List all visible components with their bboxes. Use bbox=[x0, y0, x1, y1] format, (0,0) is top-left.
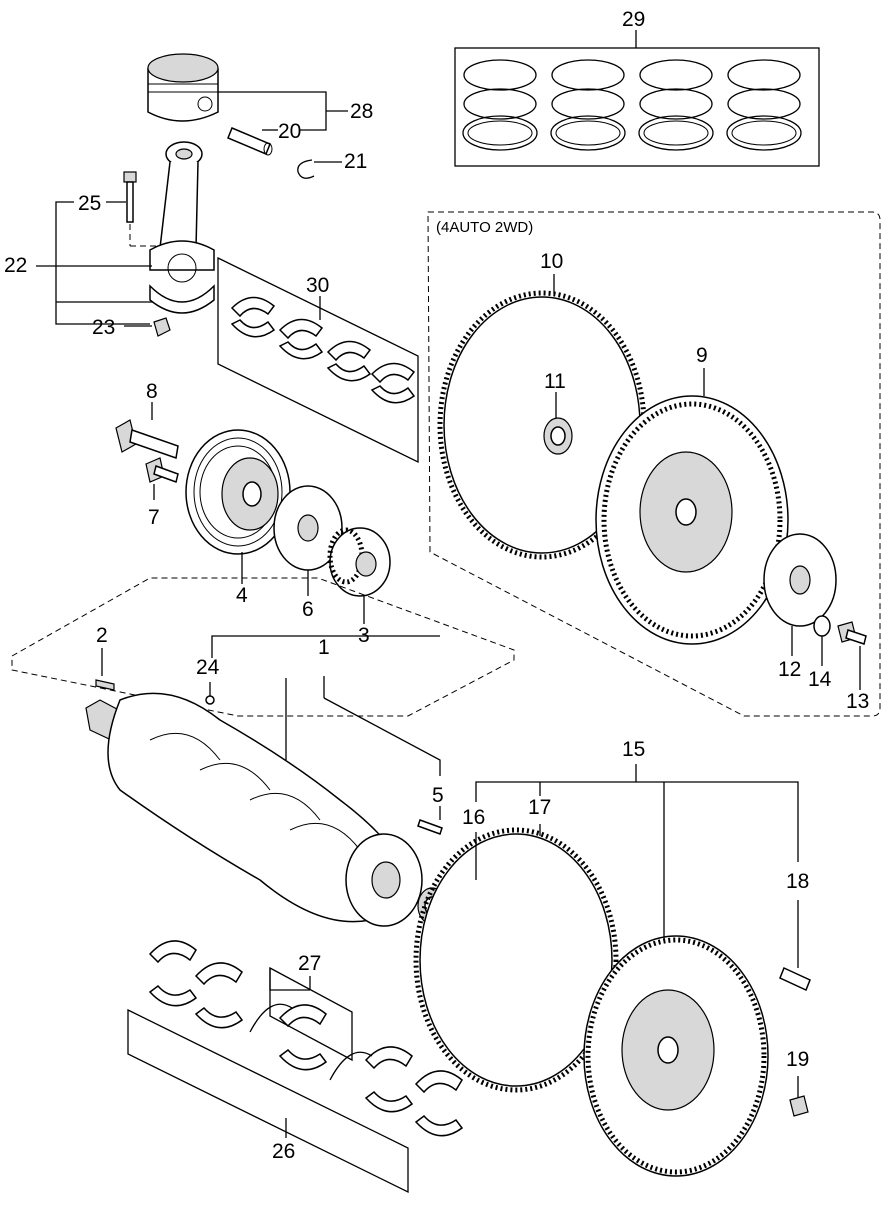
callout-29: 29 bbox=[622, 8, 645, 31]
callout-23: 23 bbox=[92, 316, 115, 339]
callout-6: 6 bbox=[302, 598, 314, 621]
auto-2wd-group-boundary bbox=[427, 211, 881, 717]
callout-19: 19 bbox=[786, 1048, 809, 1071]
rod-nut bbox=[153, 317, 171, 337]
crank-bolt bbox=[115, 419, 179, 483]
drive-plate-bolt bbox=[837, 621, 867, 645]
flywheel-dowel bbox=[779, 966, 811, 992]
leader-lines bbox=[36, 30, 861, 1138]
snap-ring bbox=[297, 159, 315, 179]
pulley-assembly-boundary bbox=[11, 577, 515, 717]
callout-30: 30 bbox=[306, 274, 329, 297]
piston-ring-set bbox=[454, 47, 820, 167]
connecting-rod bbox=[149, 141, 215, 314]
callout-3: 3 bbox=[358, 624, 370, 647]
rod-bolt bbox=[123, 171, 158, 247]
adapter-plate bbox=[763, 533, 837, 627]
flywheel bbox=[583, 935, 769, 1177]
callout-28: 28 bbox=[350, 100, 373, 123]
callout-7: 7 bbox=[148, 506, 160, 529]
callout-26: 26 bbox=[272, 1140, 295, 1163]
spacer-washer bbox=[813, 615, 831, 637]
piston bbox=[147, 53, 219, 122]
callout-11: 11 bbox=[544, 370, 566, 393]
callout-12: 12 bbox=[778, 658, 801, 681]
callout-1: 1 bbox=[318, 636, 330, 659]
ring-gear-manual bbox=[413, 827, 619, 1093]
flex-plate-seal bbox=[543, 417, 573, 455]
crank-pin-small bbox=[205, 695, 215, 705]
callout-14: 14 bbox=[808, 668, 832, 691]
crank-pulley bbox=[185, 429, 291, 555]
crankshaft bbox=[85, 692, 423, 927]
callout-21: 21 bbox=[344, 150, 367, 173]
callout-24: 24 bbox=[196, 656, 220, 679]
auto-2wd-note: (4AUTO 2WD) bbox=[436, 219, 533, 236]
callout-17: 17 bbox=[528, 796, 551, 819]
flywheel-bolt bbox=[789, 1095, 809, 1117]
dowel-pin bbox=[417, 819, 443, 835]
callout-18: 18 bbox=[786, 870, 809, 893]
callout-25: 25 bbox=[78, 192, 101, 215]
piston-pin bbox=[227, 127, 273, 156]
connecting-rod-bearing-set bbox=[217, 256, 419, 464]
drive-plate bbox=[595, 395, 789, 645]
callout-4: 4 bbox=[236, 584, 248, 607]
callout-labels: 29 28 20 21 25 22 23 30 8 7 4 6 3 10 11 … bbox=[4, 8, 869, 1163]
callout-2: 2 bbox=[96, 624, 108, 647]
callout-8: 8 bbox=[146, 380, 158, 403]
thrust-bearing-set bbox=[249, 966, 373, 1081]
callout-16: 16 bbox=[462, 806, 485, 829]
callout-22: 22 bbox=[4, 254, 27, 277]
callout-5: 5 bbox=[432, 784, 444, 807]
callout-27: 27 bbox=[298, 952, 321, 975]
main-bearing-set bbox=[127, 940, 463, 1194]
callout-13: 13 bbox=[846, 690, 869, 713]
callout-15: 15 bbox=[622, 738, 645, 761]
callout-9: 9 bbox=[696, 344, 708, 367]
callout-10: 10 bbox=[540, 250, 563, 273]
callout-20: 20 bbox=[278, 120, 301, 143]
woodruff-key bbox=[95, 679, 115, 691]
timing-sprocket bbox=[327, 527, 391, 597]
